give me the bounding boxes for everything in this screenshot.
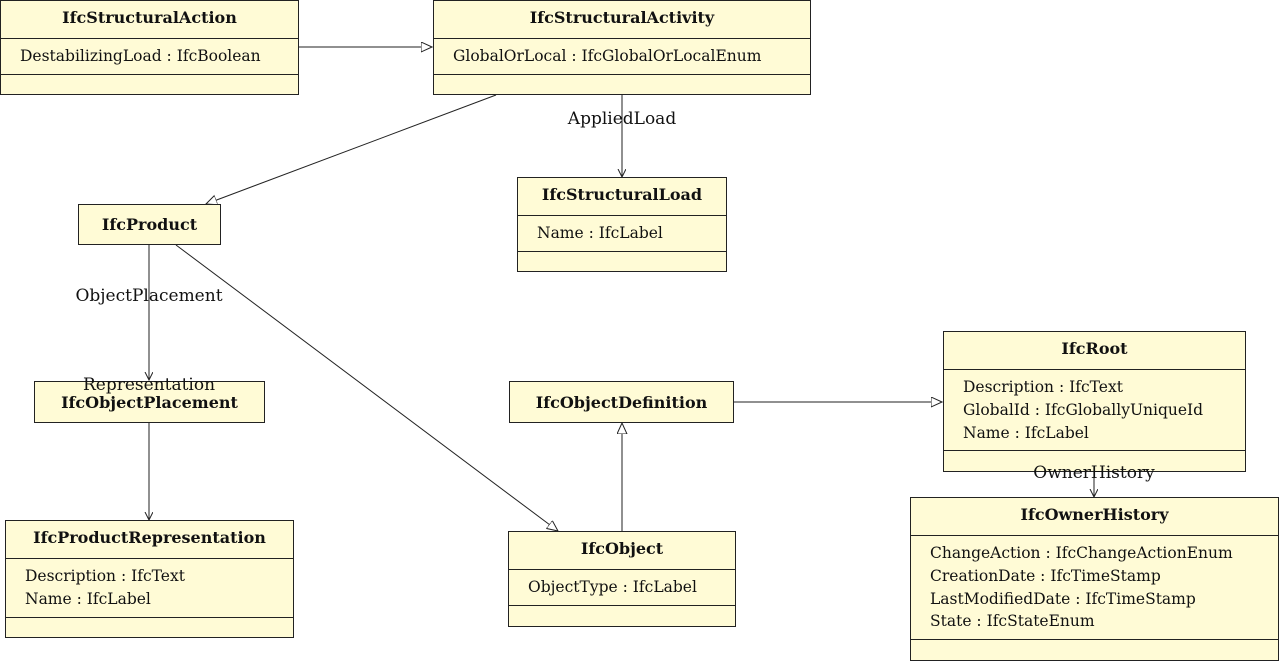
class-ifc-root[interactable]: IfcRoot Description : IfcText GlobalId :… (943, 331, 1246, 472)
edge-label-object-placement: ObjectPlacement (75, 286, 223, 306)
attribute: CreationDate : IfcTimeStamp (930, 566, 1161, 585)
attribute: GlobalId : IfcGloballyUniqueId (963, 400, 1204, 419)
class-attributes: Name : IfcLabel (518, 215, 726, 252)
class-operations (6, 618, 293, 637)
attribute: Name : IfcLabel (963, 423, 1089, 442)
class-ifc-object[interactable]: IfcObject ObjectType : IfcLabel (508, 531, 736, 627)
class-attributes: ObjectType : IfcLabel (509, 569, 735, 606)
class-attributes: DestabilizingLoad : IfcBoolean (1, 38, 298, 75)
edge-product-to-object (175, 244, 558, 531)
attribute: ChangeAction : IfcChangeActionEnum (930, 544, 1233, 562)
class-attributes: Description : IfcText GlobalId : IfcGlob… (944, 369, 1245, 452)
attribute: DestabilizingLoad : IfcBoolean (20, 47, 261, 65)
class-ifc-product-representation[interactable]: IfcProductRepresentation Description : I… (5, 520, 294, 638)
attribute: Description : IfcText (963, 378, 1123, 396)
class-attributes: Description : IfcText Name : IfcLabel (6, 558, 293, 618)
class-ifc-object-placement[interactable]: IfcObjectPlacement (34, 381, 265, 423)
class-operations (911, 640, 1278, 660)
attribute: State : IfcStateEnum (930, 612, 1095, 631)
class-name: IfcObjectDefinition (535, 392, 708, 412)
edge-activity-to-product (206, 94, 497, 204)
class-name: IfcStructuralAction (62, 8, 237, 27)
attribute: LastModifiedDate : IfcTimeStamp (930, 589, 1196, 608)
class-ifc-owner-history[interactable]: IfcOwnerHistory ChangeAction : IfcChange… (910, 497, 1279, 661)
class-name: IfcRoot (1061, 339, 1128, 358)
attribute: Name : IfcLabel (25, 589, 151, 608)
class-attributes: GlobalOrLocal : IfcGlobalOrLocalEnum (434, 38, 810, 75)
class-name: IfcStructuralActivity (529, 8, 715, 27)
class-operations (509, 606, 735, 626)
attribute: GlobalOrLocal : IfcGlobalOrLocalEnum (453, 47, 762, 65)
attribute: Name : IfcLabel (537, 224, 663, 242)
class-operations (434, 75, 810, 94)
class-attributes: ChangeAction : IfcChangeActionEnum Creat… (911, 535, 1278, 641)
class-operations (518, 252, 726, 271)
class-ifc-structural-activity[interactable]: IfcStructuralActivity GlobalOrLocal : If… (433, 0, 811, 95)
class-ifc-structural-action[interactable]: IfcStructuralAction DestabilizingLoad : … (0, 0, 299, 95)
class-name: IfcOwnerHistory (1020, 505, 1169, 524)
edge-label-applied-load: AppliedLoad (567, 109, 677, 129)
attribute: ObjectType : IfcLabel (528, 578, 697, 596)
class-name: IfcProductRepresentation (33, 528, 266, 547)
class-name: IfcStructuralLoad (541, 185, 703, 204)
edge-label-representation: Representation (82, 375, 216, 395)
class-name: IfcObject (580, 539, 664, 558)
class-ifc-product[interactable]: IfcProduct (78, 204, 221, 245)
class-ifc-object-definition[interactable]: IfcObjectDefinition (509, 381, 734, 423)
class-name: IfcObjectPlacement (61, 392, 238, 412)
class-ifc-structural-load[interactable]: IfcStructuralLoad Name : IfcLabel (517, 177, 727, 272)
edge-label-owner-history: OwnerHistory (1033, 463, 1155, 483)
class-name: IfcProduct (101, 215, 198, 234)
class-operations (1, 75, 298, 94)
attribute: Description : IfcText (25, 567, 185, 585)
